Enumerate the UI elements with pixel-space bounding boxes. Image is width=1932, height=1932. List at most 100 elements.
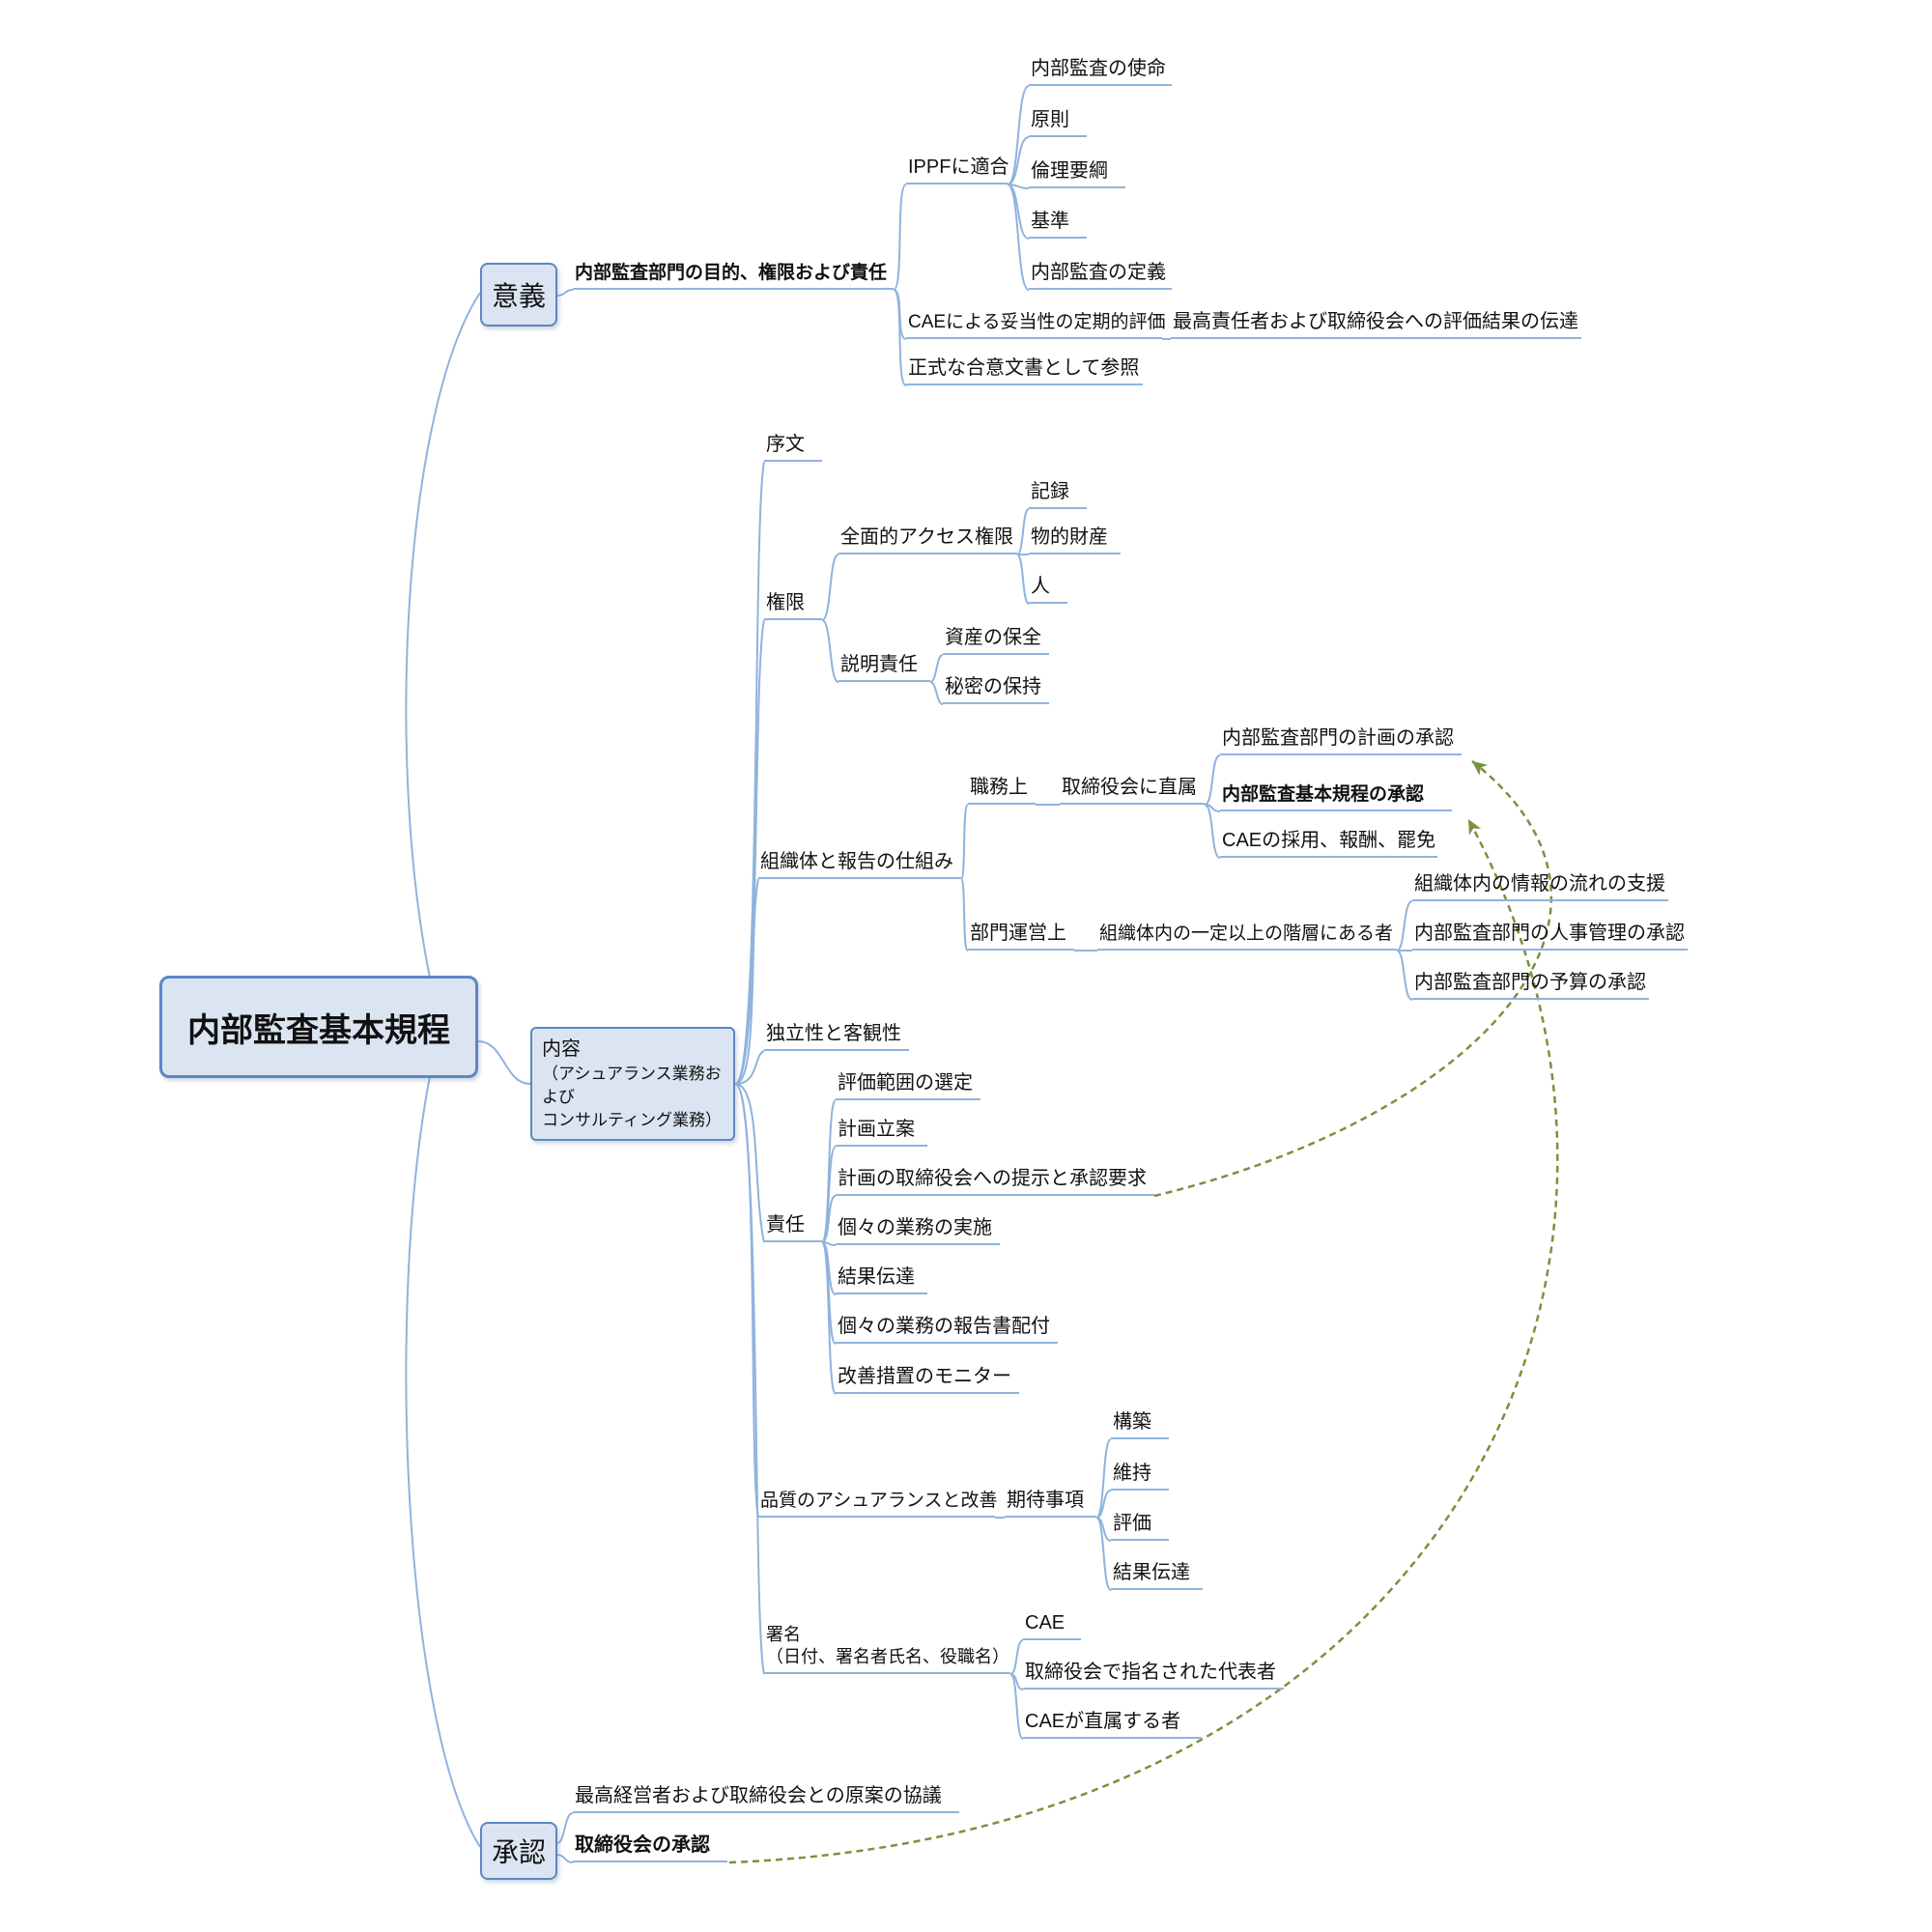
topic-responsibility-item-3[interactable]: 個々の業務の実施 — [836, 1217, 1000, 1245]
approval-arrow-charter — [728, 818, 1559, 1864]
topic-responsibility-item-0[interactable]: 評価範囲の選定 — [836, 1072, 980, 1100]
topic-full-access[interactable]: 全面的アクセス権限 — [838, 526, 1017, 554]
topic-expectations-item-3[interactable]: 結果伝達 — [1111, 1562, 1203, 1590]
connector-organization-administrative — [960, 878, 969, 952]
topic-content-line3: コンサルティング業務） — [542, 1110, 722, 1129]
connector-content-organization — [734, 878, 759, 1085]
connector-expectations-1 — [1095, 1490, 1112, 1519]
connector-content-responsibility — [734, 1083, 765, 1243]
topic-significance[interactable]: 意義 — [480, 263, 557, 327]
connector-root-significance — [405, 292, 481, 979]
topic-quality[interactable]: 品質のアシュアランスと改善 — [758, 1490, 997, 1518]
connector-root-content — [477, 1040, 531, 1085]
topic-expectations[interactable]: 期待事項 — [1005, 1490, 1096, 1518]
root-topic[interactable]: 内部監査基本規程 — [159, 976, 478, 1078]
topic-content[interactable]: 内容 （アシュアランス業務および コンサルティング業務） — [530, 1027, 735, 1141]
topic-senior-item-2[interactable]: 内部監査部門の予算の承認 — [1412, 972, 1649, 1000]
connector-purpose-formaldoc — [893, 289, 907, 386]
topic-responsibility-item-4[interactable]: 結果伝達 — [836, 1266, 927, 1294]
topic-ippf-item-0[interactable]: 内部監査の使命 — [1029, 58, 1172, 86]
topic-accountability-item-0[interactable]: 資産の保全 — [943, 627, 1049, 655]
connector-purpose-ippf — [893, 184, 907, 291]
topic-approval-item-1[interactable]: 取締役会の承認 — [573, 1834, 727, 1862]
topic-full-access-item-0[interactable]: 記録 — [1029, 481, 1087, 509]
topic-authority[interactable]: 権限 — [764, 592, 822, 620]
topic-signature[interactable]: 署名 （日付、署名者氏名、役職名） — [764, 1624, 1010, 1674]
topic-ippf-item-2[interactable]: 倫理要綱 — [1029, 160, 1125, 188]
topic-board-item-0[interactable]: 内部監査部門の計画の承認 — [1220, 727, 1462, 755]
connector-board-2 — [1204, 804, 1221, 859]
connector-ippf-0 — [1007, 85, 1030, 185]
topic-functional[interactable]: 職務上 — [968, 777, 1036, 805]
topic-responsibility-item-1[interactable]: 計画立案 — [836, 1119, 927, 1147]
connector-significance-purpose — [556, 289, 574, 297]
topic-approval-label: 承認 — [491, 1837, 546, 1867]
topic-responsibility-item-6[interactable]: 改善措置のモニター — [836, 1366, 1019, 1394]
topic-cae-eval-result[interactable]: 最高責任者および取締役会への評価結果の伝達 — [1171, 311, 1581, 339]
topic-ippf-item-4[interactable]: 内部監査の定義 — [1029, 262, 1172, 290]
connector-content-preamble — [734, 461, 765, 1085]
topic-full-access-item-1[interactable]: 物的財産 — [1029, 526, 1121, 554]
topic-ippf[interactable]: IPPFに適合 — [906, 156, 1009, 185]
topic-content-line1: 内容 — [542, 1037, 581, 1060]
connector-authority-fullaccess — [821, 554, 839, 621]
connector-approval-0 — [556, 1812, 574, 1844]
connector-responsibility-2 — [821, 1195, 837, 1243]
topic-significance-label: 意義 — [491, 281, 546, 311]
connector-ippf-4 — [1007, 184, 1030, 291]
topic-expectations-item-2[interactable]: 評価 — [1111, 1513, 1169, 1541]
topic-accountability[interactable]: 説明責任 — [838, 654, 930, 682]
connector-content-signature — [734, 1083, 765, 1675]
connector-organization-functional — [960, 804, 969, 880]
connector-responsibility-6 — [821, 1241, 837, 1395]
connector-accountability-1 — [929, 681, 944, 705]
topic-preamble[interactable]: 序文 — [764, 434, 822, 462]
root-topic-label: 内部監査基本規程 — [187, 1011, 450, 1049]
topic-signature-line1: 署名 — [766, 1625, 801, 1644]
topic-signature-item-0[interactable]: CAE — [1023, 1612, 1081, 1640]
connector-signature-0 — [1009, 1639, 1024, 1675]
topic-signature-item-2[interactable]: CAEが直属する者 — [1023, 1711, 1202, 1739]
connector-expectations-3 — [1095, 1517, 1112, 1591]
topic-approval[interactable]: 承認 — [480, 1822, 557, 1880]
topic-board-direct[interactable]: 取締役会に直属 — [1060, 777, 1205, 805]
connector-fullaccess-2 — [1016, 554, 1030, 605]
connector-fullaccess-0 — [1016, 508, 1030, 555]
topic-ippf-item-3[interactable]: 基準 — [1029, 211, 1087, 239]
topic-cae-eval[interactable]: CAEによる妥当性の定期的評価 — [906, 311, 1166, 339]
topic-accountability-item-1[interactable]: 秘密の保持 — [943, 676, 1049, 704]
topic-responsibility[interactable]: 責任 — [764, 1214, 822, 1242]
topic-senior-item-1[interactable]: 内部監査部門の人事管理の承認 — [1412, 923, 1688, 951]
topic-content-line2: （アシュアランス業務および — [542, 1064, 722, 1106]
connector-accountability-0 — [929, 654, 944, 683]
topic-full-access-item-2[interactable]: 人 — [1029, 576, 1067, 604]
topic-ippf-item-1[interactable]: 原則 — [1029, 109, 1087, 137]
topic-expectations-item-1[interactable]: 維持 — [1111, 1463, 1169, 1491]
connector-content-independence — [734, 1050, 765, 1085]
connector-board-0 — [1204, 754, 1221, 806]
topic-approval-item-0[interactable]: 最高経営者および取締役会との原案の協議 — [573, 1785, 959, 1813]
topic-expectations-item-0[interactable]: 構築 — [1111, 1411, 1169, 1439]
topic-board-item-2[interactable]: CAEの採用、報酬、罷免 — [1220, 830, 1437, 858]
topic-formal-doc[interactable]: 正式な合意文書として参照 — [906, 357, 1143, 385]
topic-purpose[interactable]: 内部監査部門の目的、権限および責任 — [573, 262, 894, 290]
connector-signature-2 — [1009, 1673, 1024, 1740]
topic-administrative[interactable]: 部門運営上 — [968, 923, 1074, 951]
approval-arrow-plan — [1153, 760, 1553, 1198]
connector-content-authority — [734, 619, 765, 1085]
topic-board-item-1[interactable]: 内部監査基本規程の承認 — [1220, 783, 1452, 811]
topic-senior[interactable]: 組織体内の一定以上の階層にある者 — [1097, 923, 1397, 951]
connector-approval-1 — [556, 1854, 574, 1863]
topic-independence[interactable]: 独立性と客観性 — [764, 1023, 909, 1051]
topic-signature-line2: （日付、署名者氏名、役職名） — [766, 1647, 1009, 1666]
connector-authority-accountability — [821, 619, 839, 683]
topic-responsibility-item-5[interactable]: 個々の業務の報告書配付 — [836, 1316, 1058, 1344]
topic-senior-item-0[interactable]: 組織体内の情報の流れの支援 — [1412, 873, 1668, 901]
topic-organization[interactable]: 組織体と報告の仕組み — [758, 851, 961, 879]
topic-signature-item-1[interactable]: 取締役会で指名された代表者 — [1023, 1662, 1284, 1690]
connector-senior-0 — [1396, 900, 1413, 952]
connector-senior-2 — [1396, 950, 1413, 1001]
topic-responsibility-item-2[interactable]: 計画の取締役会への提示と承認要求 — [836, 1168, 1154, 1196]
